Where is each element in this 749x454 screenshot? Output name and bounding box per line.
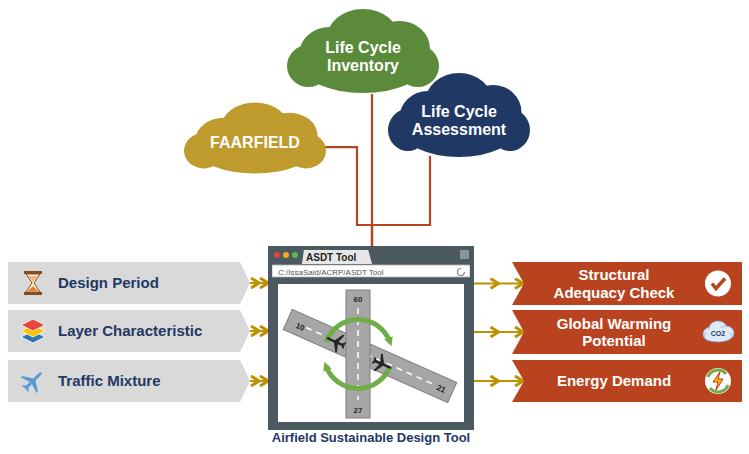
label-holder: 60	[354, 295, 363, 304]
window-title: ASDT Tool	[306, 252, 356, 264]
runway-number: 27	[354, 406, 363, 415]
node-label: Traffic Mixture	[58, 372, 161, 389]
window-frame	[268, 246, 474, 430]
connector-line	[371, 94, 373, 246]
connector-line	[372, 156, 430, 246]
connector-line	[324, 147, 372, 246]
flow-arrow	[250, 380, 268, 382]
runway-number: 60	[354, 295, 363, 304]
node-label: Global Warming Potential	[544, 315, 684, 350]
output-banner: Structural Adequacy Check	[512, 262, 742, 305]
energy-icon	[705, 368, 731, 394]
runway-number: 10	[294, 321, 306, 333]
node-label: Structural Adequacy Check	[544, 266, 684, 301]
tool-window: ASDT ToolC:/IssaSaid/ACRP/ASDT ToolAirfi…	[268, 246, 474, 430]
label-holder: 27	[354, 406, 363, 415]
node-label: Energy Demand	[557, 372, 671, 389]
label-holder: 10	[296, 323, 305, 332]
label-holder: CO2	[711, 330, 725, 337]
plane-icon	[17, 365, 49, 397]
caption: Airfield Sustainable Design Tool	[272, 431, 470, 446]
address-text: C:/IssaSaid/ACRP/ASDT Tool	[278, 268, 384, 277]
node-label: Layer Characteristic	[58, 322, 202, 339]
label-holder: 21	[437, 385, 446, 394]
node-label: FAARFIELD	[210, 134, 300, 152]
runway-number: 21	[435, 383, 447, 395]
data-cloud: Life Cycle Inventory	[287, 6, 439, 96]
icon-text: CO2	[711, 330, 725, 337]
flow-arrow	[250, 330, 268, 332]
data-cloud: Life Cycle Assessment	[388, 70, 530, 160]
input-banner: Layer Characteristic	[8, 310, 250, 352]
input-banner: Traffic Mixture	[8, 360, 250, 402]
node-label: Design Period	[58, 274, 159, 291]
hourglass-icon	[24, 271, 42, 295]
runway-illustration	[283, 290, 456, 418]
output-banner: Energy Demand	[512, 360, 742, 402]
node-label: Life Cycle Assessment	[404, 103, 514, 140]
flow-arrow	[250, 282, 268, 284]
flow-arrow	[474, 283, 523, 285]
output-banner: Global Warming Potential	[512, 310, 742, 354]
check-icon	[705, 271, 731, 297]
flow-arrow	[474, 380, 523, 382]
layers-icon	[21, 319, 45, 343]
co2-icon	[703, 321, 734, 342]
flow-arrow	[474, 331, 523, 333]
node-label: Life Cycle Inventory	[308, 39, 418, 76]
data-cloud: FAARFIELD	[184, 100, 326, 176]
input-banner: Design Period	[8, 262, 250, 304]
